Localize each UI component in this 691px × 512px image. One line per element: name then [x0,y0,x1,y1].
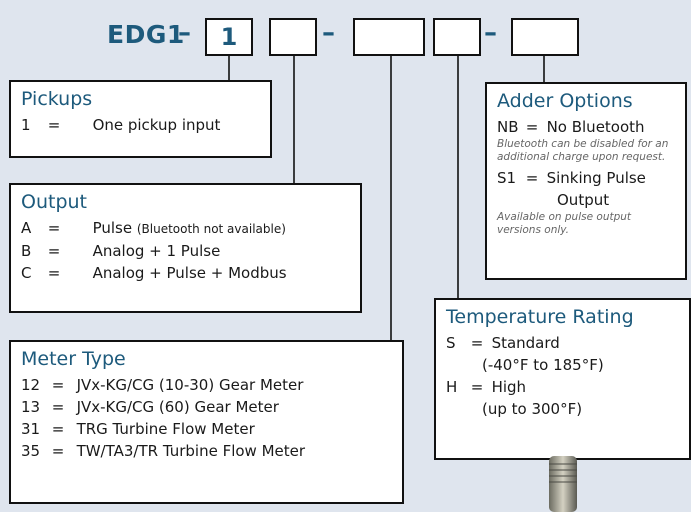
list-item-continued: Output [557,191,610,209]
pulse-only-note: Available on pulse output versions only. [497,211,632,236]
dash-1: – [178,18,191,48]
list-item: C = Analog + Pulse + Modbus [21,264,287,282]
adder-options-title: Adder Options [497,90,633,112]
dash-2: – [322,18,335,48]
dash-3: – [484,18,497,48]
pickups-box: Pickups 1 = One pickup input [9,80,272,158]
output-box: Output A = Pulse (Bluetooth not availabl… [9,183,362,313]
slot-adder-options [511,18,579,56]
slot-temperature [433,18,481,56]
list-item: H = High [446,378,527,396]
connector-image [549,456,577,512]
temperature-rating-box: Temperature Rating S = Standard (-40°F t… [434,298,691,460]
pickups-title: Pickups [21,88,93,110]
adder-options-box: Adder Options NB = No Bluetooth Bluetoot… [485,82,687,280]
slot-meter-type [353,18,425,56]
standard-range: (-40°F to 185°F) [482,356,604,374]
list-item: NB = No Bluetooth [497,118,645,136]
list-item: S = Standard [446,334,560,352]
bluetooth-disable-note: Bluetooth can be disabled for an additio… [497,138,669,163]
list-item: S1 = Sinking Pulse [497,169,646,187]
slot-pickups: 1 [205,18,253,56]
bluetooth-note: (Bluetooth not available) [136,222,286,236]
list-item: A = Pulse (Bluetooth not available) [21,219,286,237]
meter-type-box: Meter Type 12 = JVx-KG/CG (10-30) Gear M… [9,340,404,504]
meter-type-title: Meter Type [21,348,126,370]
list-item: 31 = TRG Turbine Flow Meter [21,420,255,438]
list-item: B = Analog + 1 Pulse [21,242,221,260]
slot-output [269,18,317,56]
list-item: 1 = One pickup input [21,116,221,134]
high-range: (up to 300°F) [482,400,583,418]
list-item: 35 = TW/TA3/TR Turbine Flow Meter [21,442,306,460]
list-item: 13 = JVx-KG/CG (60) Gear Meter [21,398,279,416]
list-item: 12 = JVx-KG/CG (10-30) Gear Meter [21,376,304,394]
output-title: Output [21,191,87,213]
temperature-title: Temperature Rating [446,306,634,328]
part-prefix: EDG1 [107,20,185,49]
